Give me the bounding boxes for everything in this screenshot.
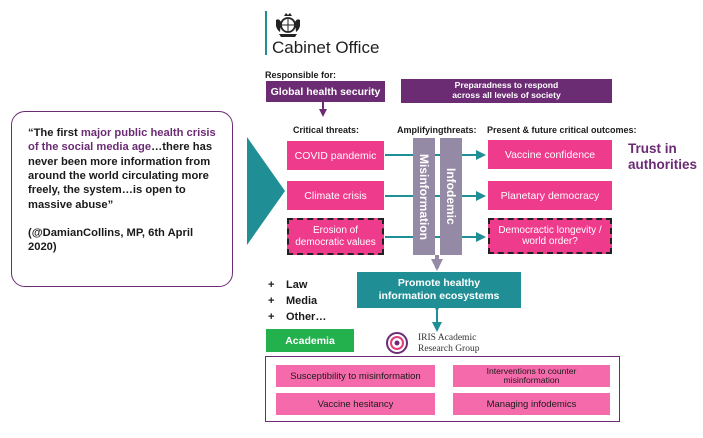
misinformation-bar: Misinformation	[413, 138, 435, 255]
research-managing-infodemics: Managing infodemics	[453, 393, 610, 415]
royal-crest-icon	[276, 13, 300, 37]
plus-item-media: +Media	[268, 295, 318, 307]
research-vaccine-hesitancy: Vaccine hesitancy	[276, 393, 435, 415]
research-box	[265, 356, 620, 422]
outcome-vaccine: Vaccine confidence	[488, 140, 612, 169]
col-outcomes: Present & future critical outcomes:	[487, 125, 637, 135]
infodemic-label: Infodemic	[444, 168, 458, 225]
infodemic-bar: Infodemic	[440, 138, 462, 255]
col-amplifying: Amplifyingthreats:	[397, 125, 477, 135]
big-chevron-arrow	[247, 137, 285, 245]
threat-erosion: Erosion of democratic values	[287, 218, 384, 255]
threat-climate: Climate crisis	[287, 181, 384, 210]
header-rule	[265, 11, 267, 55]
iris-text: IRIS Academic Research Group	[418, 333, 480, 354]
promote-box: Promote healthy information ecosystems	[357, 272, 521, 308]
outcome-planetary: Planetary democracy	[488, 181, 612, 210]
plus-item-other: +Other…	[268, 311, 327, 323]
iris-logo-icon	[386, 332, 408, 354]
academia-box: Academia	[266, 329, 354, 352]
plus-list: +Law +Media +Other…	[268, 277, 326, 325]
quote-highlight: major public health crisis of the social…	[28, 127, 216, 154]
research-susceptibility: Susceptibility to misinformation	[276, 365, 435, 387]
quote-box: “The first major public health crisis of…	[11, 111, 233, 287]
outcome-democratic: Democractic longevity / world order?	[488, 218, 612, 254]
threat-covid: COVID pandemic	[287, 141, 384, 170]
plus-item-law: +Law	[268, 279, 308, 291]
quote-text: “The first major public health crisis of…	[28, 127, 216, 211]
col-critical: Critical threats:	[293, 125, 360, 135]
responsible-label: Responsible for:	[265, 70, 337, 80]
global-health-box: Global health security	[266, 81, 385, 102]
research-interventions: Interventions to counter misinformation	[453, 365, 610, 387]
quote-attribution: (@DamianCollins, MP, 6th April 2020)	[28, 226, 194, 254]
org-name: Cabinet Office	[272, 38, 380, 57]
misinformation-label: Misinformation	[417, 153, 431, 240]
preparedness-box: Preparadness to respond across all level…	[401, 79, 612, 103]
trust-label: Trust in authorities	[628, 141, 698, 172]
